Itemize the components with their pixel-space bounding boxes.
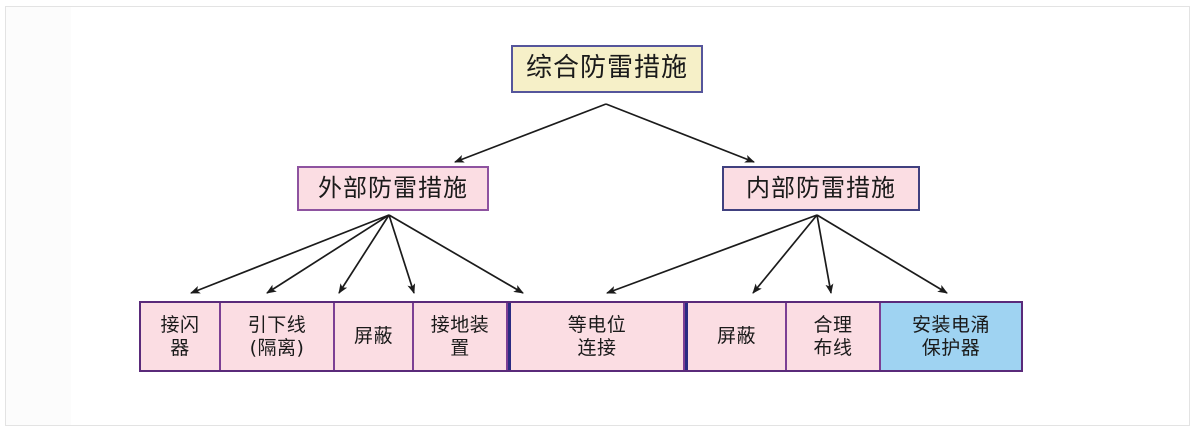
leaf-down-conductor[interactable]: 引下线 (隔离) [221, 303, 335, 370]
leaf-install-spd[interactable]: 安装电涌 保护器 [881, 303, 1021, 370]
leaf-equipotential-bonding[interactable]: 等电位 连接 [508, 303, 685, 370]
node-internal-lightning-protection[interactable]: 内部防雷措施 [722, 166, 920, 211]
left-gutter [6, 7, 71, 425]
leaf-shielding-external[interactable]: 屏蔽 [335, 303, 414, 370]
leaf-reasonable-wiring[interactable]: 合理 布线 [787, 303, 881, 370]
node-comprehensive-lightning-protection[interactable]: 综合防雷措施 [511, 45, 703, 93]
watermark [625, 2, 685, 14]
leaf-node-row: 接闪 器 引下线 (隔离) 屏蔽 接地装 置 等电位 连接 屏蔽 合理 布线 安… [139, 301, 1023, 372]
leaf-earthing-device[interactable]: 接地装 置 [414, 303, 508, 370]
leaf-air-termination[interactable]: 接闪 器 [141, 303, 221, 370]
node-external-lightning-protection[interactable]: 外部防雷措施 [297, 166, 489, 211]
leaf-shielding-internal[interactable]: 屏蔽 [685, 303, 787, 370]
